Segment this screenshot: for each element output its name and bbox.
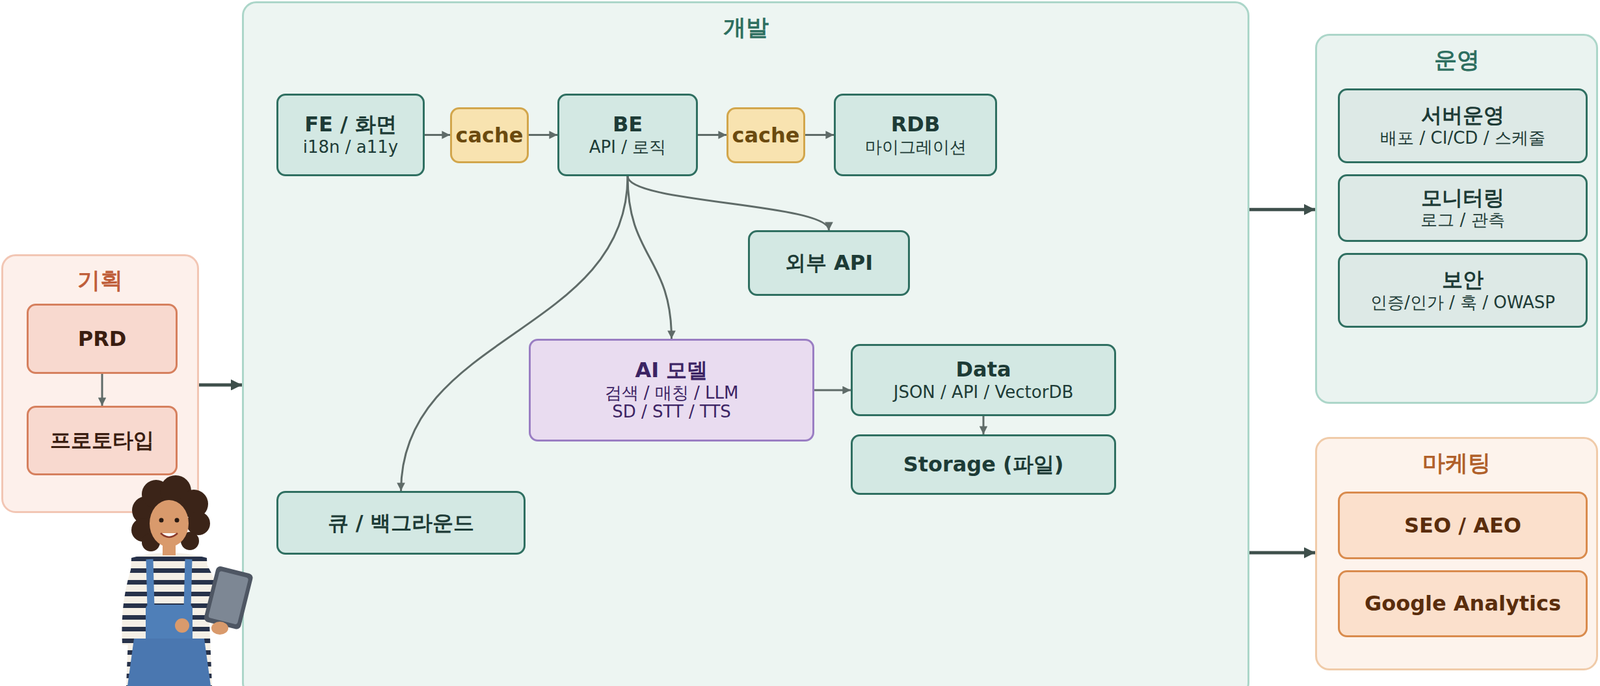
- component-box: RDB마이그레이션: [833, 93, 998, 177]
- connector-arrow: [101, 373, 104, 406]
- connector-arrow: [424, 133, 451, 136]
- box-title: 큐 / 백그라운드: [327, 511, 475, 536]
- eye: [174, 518, 180, 523]
- component-box: 외부 API: [747, 230, 910, 296]
- band-title: 기획: [3, 265, 198, 296]
- box-subtitle: 배포 / CI/CD / 스케줄: [1380, 128, 1545, 149]
- cache-box: cache: [450, 107, 529, 164]
- box-title: Google Analytics: [1364, 591, 1561, 616]
- flow-arrow: [1249, 208, 1316, 212]
- connector-arrow: [401, 176, 629, 492]
- process-box: 보안인증/인가 / 훅 / OWASP: [1337, 253, 1588, 328]
- component-box: FE / 화면i18n / a11y: [276, 93, 425, 177]
- hair-curl: [186, 511, 211, 536]
- phase-band: FE / 화면i18n / a11y cache BEAPI / 로직 cache RD…: [241, 1, 1250, 686]
- box-title: Storage (파일): [903, 452, 1065, 477]
- pointing-hand: [174, 618, 190, 633]
- tablet: [202, 565, 254, 631]
- connector-arrow: [805, 133, 834, 136]
- process-box: Google Analytics: [1337, 570, 1588, 638]
- overall-bib: [145, 604, 193, 644]
- box-title: 프로토타입: [50, 428, 155, 453]
- overall-strap: [149, 559, 151, 609]
- process-box: 서버운영배포 / CI/CD / 스케줄: [1337, 88, 1588, 164]
- phase-band: 서버운영배포 / CI/CD / 스케줄모니터링로그 / 관측보안인증/인가 /…: [1315, 33, 1599, 404]
- connector-arrow: [814, 389, 851, 392]
- connector-arrow: [697, 133, 727, 136]
- connector-arrow: [528, 133, 558, 136]
- component-box: BEAPI / 로직: [557, 93, 698, 177]
- connector-arrow: [627, 176, 830, 231]
- holding-hand: [211, 621, 229, 635]
- box-subtitle: 인증/인가 / 훅 / OWASP: [1370, 293, 1556, 313]
- box-title: 외부 API: [785, 251, 873, 276]
- process-box: 모니터링로그 / 관측: [1337, 174, 1588, 242]
- box-title: BE: [612, 112, 643, 137]
- box-title: PRD: [78, 327, 127, 352]
- connector-arrow: [982, 416, 985, 435]
- flow-arrow: [199, 383, 242, 387]
- tablet-body: [202, 565, 254, 631]
- connector-arrow: [627, 176, 672, 339]
- component-box: DataJSON / API / VectorDB: [850, 344, 1117, 417]
- box-title: 모니터링: [1421, 186, 1505, 211]
- box-title: cache: [731, 123, 800, 148]
- face: [149, 500, 189, 547]
- box-subtitle: 검색 / 매칭 / LLM SD / STT / TTS: [598, 383, 745, 423]
- flow-arrow: [1249, 551, 1316, 555]
- box-title: 서버운영: [1421, 103, 1505, 128]
- left-arm: [121, 560, 146, 646]
- box-title: 보안: [1441, 267, 1484, 293]
- process-box: PRD: [26, 303, 178, 374]
- box-title: SEO / AEO: [1404, 513, 1522, 538]
- box-title: cache: [455, 123, 523, 148]
- band-title: 운영: [1317, 44, 1597, 76]
- box-subtitle: JSON / API / VectorDB: [893, 383, 1074, 403]
- phase-band: SEO / AEO Google Analytics 마케팅: [1315, 437, 1599, 671]
- overall-pants: [127, 638, 211, 686]
- box-subtitle: i18n / a11y: [303, 137, 399, 158]
- component-box: Storage (파일): [850, 434, 1117, 495]
- box-title: FE / 화면: [304, 112, 397, 137]
- box-subtitle: 마이그레이션: [865, 137, 967, 158]
- ai-box: AI 모델검색 / 매칭 / LLM SD / STT / TTS: [528, 338, 815, 442]
- person-illustration: [91, 474, 274, 686]
- eye: [159, 518, 164, 523]
- box-title: RDB: [891, 112, 941, 137]
- phase-band: PRD 프로토타입 기획: [1, 254, 200, 514]
- process-box: 프로토타입: [26, 405, 178, 476]
- component-box: 큐 / 백그라운드: [276, 491, 526, 555]
- smile: [160, 533, 178, 538]
- box-title: AI 모델: [635, 358, 709, 383]
- box-title: Data: [955, 357, 1011, 382]
- cache-box: cache: [726, 107, 806, 164]
- box-subtitle: 로그 / 관측: [1420, 210, 1505, 231]
- band-title: 마케팅: [1317, 448, 1597, 479]
- box-subtitle: API / 로직: [589, 137, 667, 158]
- overall-strap: [187, 559, 189, 609]
- tablet-screen: [208, 571, 250, 626]
- process-box: SEO / AEO: [1337, 491, 1588, 560]
- band-title: 개발: [243, 12, 1248, 43]
